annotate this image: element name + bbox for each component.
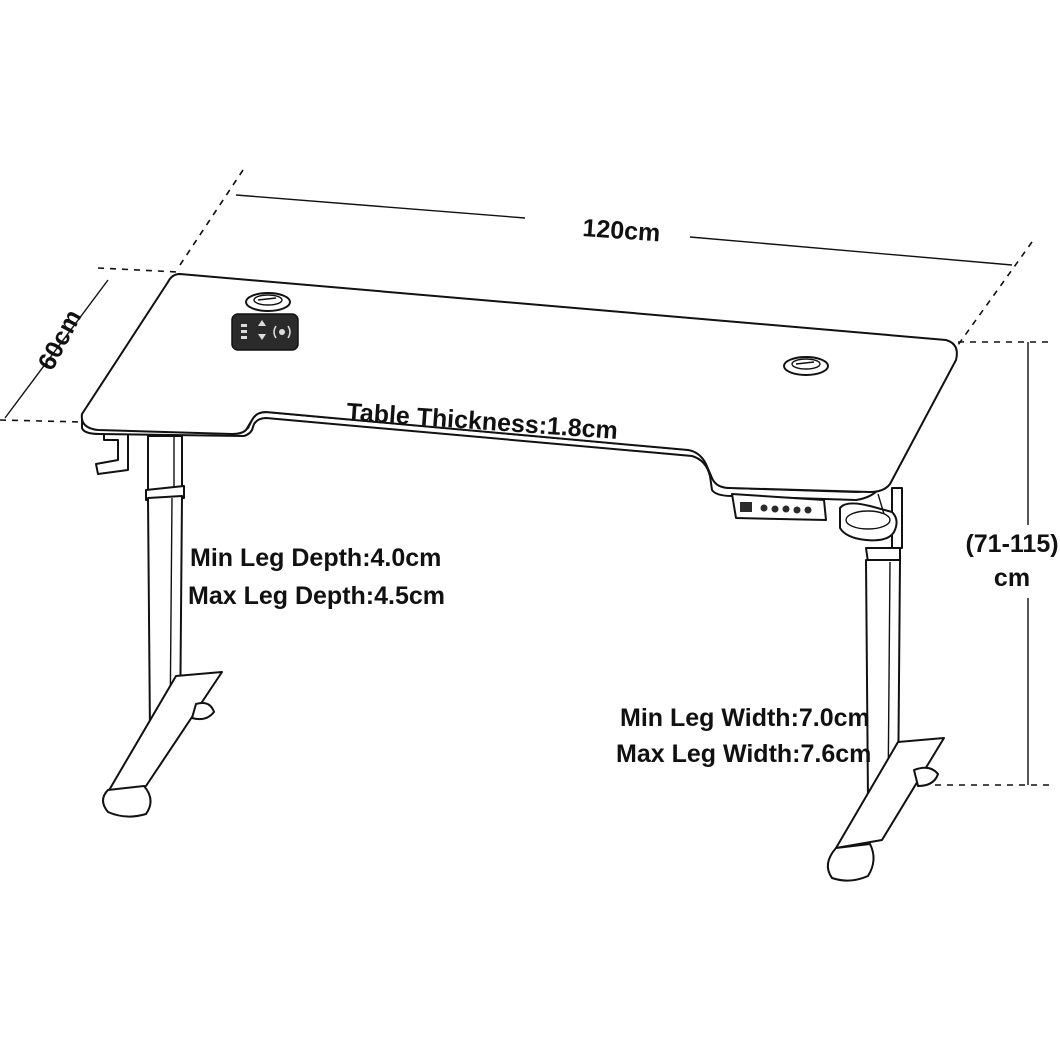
cup-holder — [839, 493, 898, 542]
min-leg-depth-label: Min Leg Depth:4.0cm — [190, 544, 441, 572]
max-leg-depth-label: Max Leg Depth:4.5cm — [188, 582, 445, 610]
width-label: 120cm — [582, 214, 662, 247]
height-control-keypad — [731, 493, 827, 521]
wireless-charging-panel — [231, 313, 299, 351]
desktop-surface — [80, 273, 958, 501]
height-label-line1: (71-115) — [965, 530, 1058, 558]
depth-dimension-line — [0, 267, 179, 423]
cable-grommet-left — [245, 292, 291, 312]
headphone-hook — [95, 429, 129, 475]
width-dimension-line — [177, 169, 1033, 346]
height-dimension-line — [935, 341, 1052, 786]
height-label-line2: cm — [994, 564, 1030, 592]
left-leg — [102, 435, 223, 818]
cable-grommet-right — [783, 356, 829, 376]
max-leg-width-label: Max Leg Width:7.6cm — [616, 740, 871, 768]
right-leg — [826, 487, 945, 882]
min-leg-width-label: Min Leg Width:7.0cm — [620, 704, 870, 732]
depth-label: 60cm — [33, 305, 88, 375]
